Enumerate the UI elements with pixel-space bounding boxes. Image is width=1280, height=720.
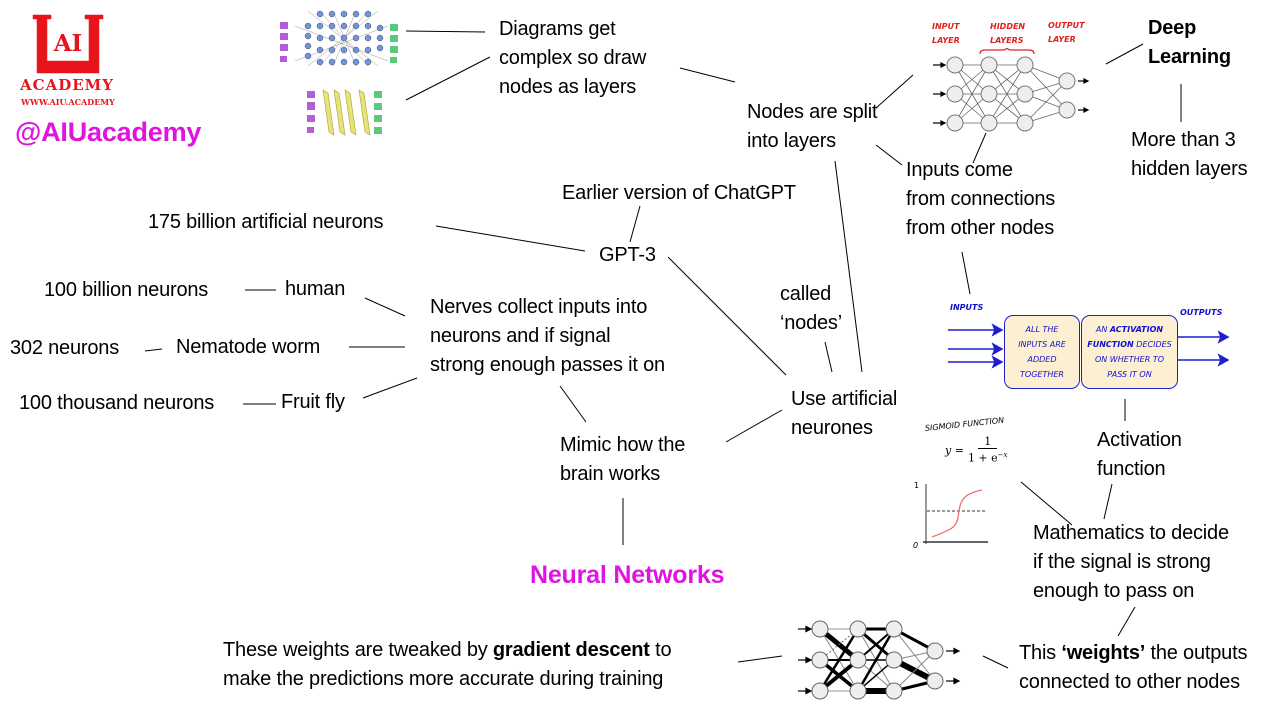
connector: [961, 251, 971, 295]
connector: [559, 385, 587, 423]
connector: [679, 67, 736, 83]
hidden-layers-label: Hiddenlayers: [990, 22, 1026, 45]
connector: [1117, 606, 1136, 637]
layered-network-image: [307, 89, 382, 136]
sigmoid-formula: y = 1 1 + e−x: [945, 435, 1008, 465]
node-fruit-fly: Fruit fly: [281, 391, 345, 413]
inputs-label: Inputs: [950, 303, 984, 312]
social-handle: @AIUacademy: [15, 117, 202, 147]
node-gpt3: GPT-3: [599, 244, 656, 266]
connector: [364, 297, 406, 317]
node-100-billion: 100 billion neurons: [44, 279, 209, 301]
outputs-label: Outputs: [1180, 308, 1223, 317]
node-302-neurons: 302 neurons: [10, 337, 120, 359]
connector: [725, 409, 783, 443]
connector: [824, 341, 833, 373]
weighted-network-diagram: [798, 620, 961, 700]
node-human: human: [285, 278, 346, 300]
node-earlier-version: Earlier version of ChatGPT: [562, 182, 796, 204]
academy-logo: AI ACADEMY WWW.AIU.ACADEMY: [18, 10, 128, 110]
sigmoid-graph: 1 0: [913, 481, 988, 550]
node-called-nodes: called‘nodes’: [780, 283, 842, 334]
aiu-logo-mark: AI: [31, 13, 105, 75]
connector: [144, 348, 163, 352]
node-gradient-descent: These weights are tweaked by gradient de…: [223, 639, 672, 690]
hidden-layers-brace: [979, 48, 1035, 55]
svg-text:AI: AI: [53, 30, 83, 57]
connector: [1020, 481, 1073, 526]
logo-url: WWW.AIU.ACADEMY: [21, 97, 115, 107]
connector: [875, 74, 914, 109]
node-100-thousand: 100 thousand neurons: [19, 392, 215, 414]
activation-arrows: [948, 323, 1230, 369]
logo-name: ACADEMY: [20, 76, 114, 94]
dense-network-image: [280, 10, 398, 67]
central-topic: Neural Networks: [530, 561, 725, 589]
node-nematode: Nematode worm: [176, 336, 321, 358]
connector: [362, 377, 418, 399]
connector: [1105, 43, 1144, 65]
svg-text:0: 0: [913, 541, 918, 550]
connector: [435, 225, 586, 252]
output-layer-label: Outputlayer: [1048, 21, 1085, 44]
node-weights-outputs: This ‘weights’ the outputs connected to …: [1019, 642, 1248, 693]
svg-text:1: 1: [914, 481, 919, 490]
connector: [982, 655, 1009, 669]
connector: [667, 256, 787, 376]
connector: [834, 160, 863, 373]
sum-inputs-box: All theinputs areaddedtogether: [1004, 315, 1080, 389]
node-175-billion: 175 billion artificial neurons: [148, 211, 384, 233]
connector: [875, 144, 903, 166]
connector: [1103, 483, 1113, 520]
connector: [972, 132, 987, 164]
connector: [405, 30, 486, 33]
connector: [405, 56, 491, 101]
connector: [629, 205, 641, 243]
connector: [737, 655, 783, 663]
input-layer-label: Inputlayer: [932, 22, 960, 45]
layer-network-diagram: [933, 48, 1090, 132]
sigmoid-curve: [931, 489, 983, 538]
activation-function-box: An Activation Function decides on whethe…: [1081, 315, 1178, 389]
